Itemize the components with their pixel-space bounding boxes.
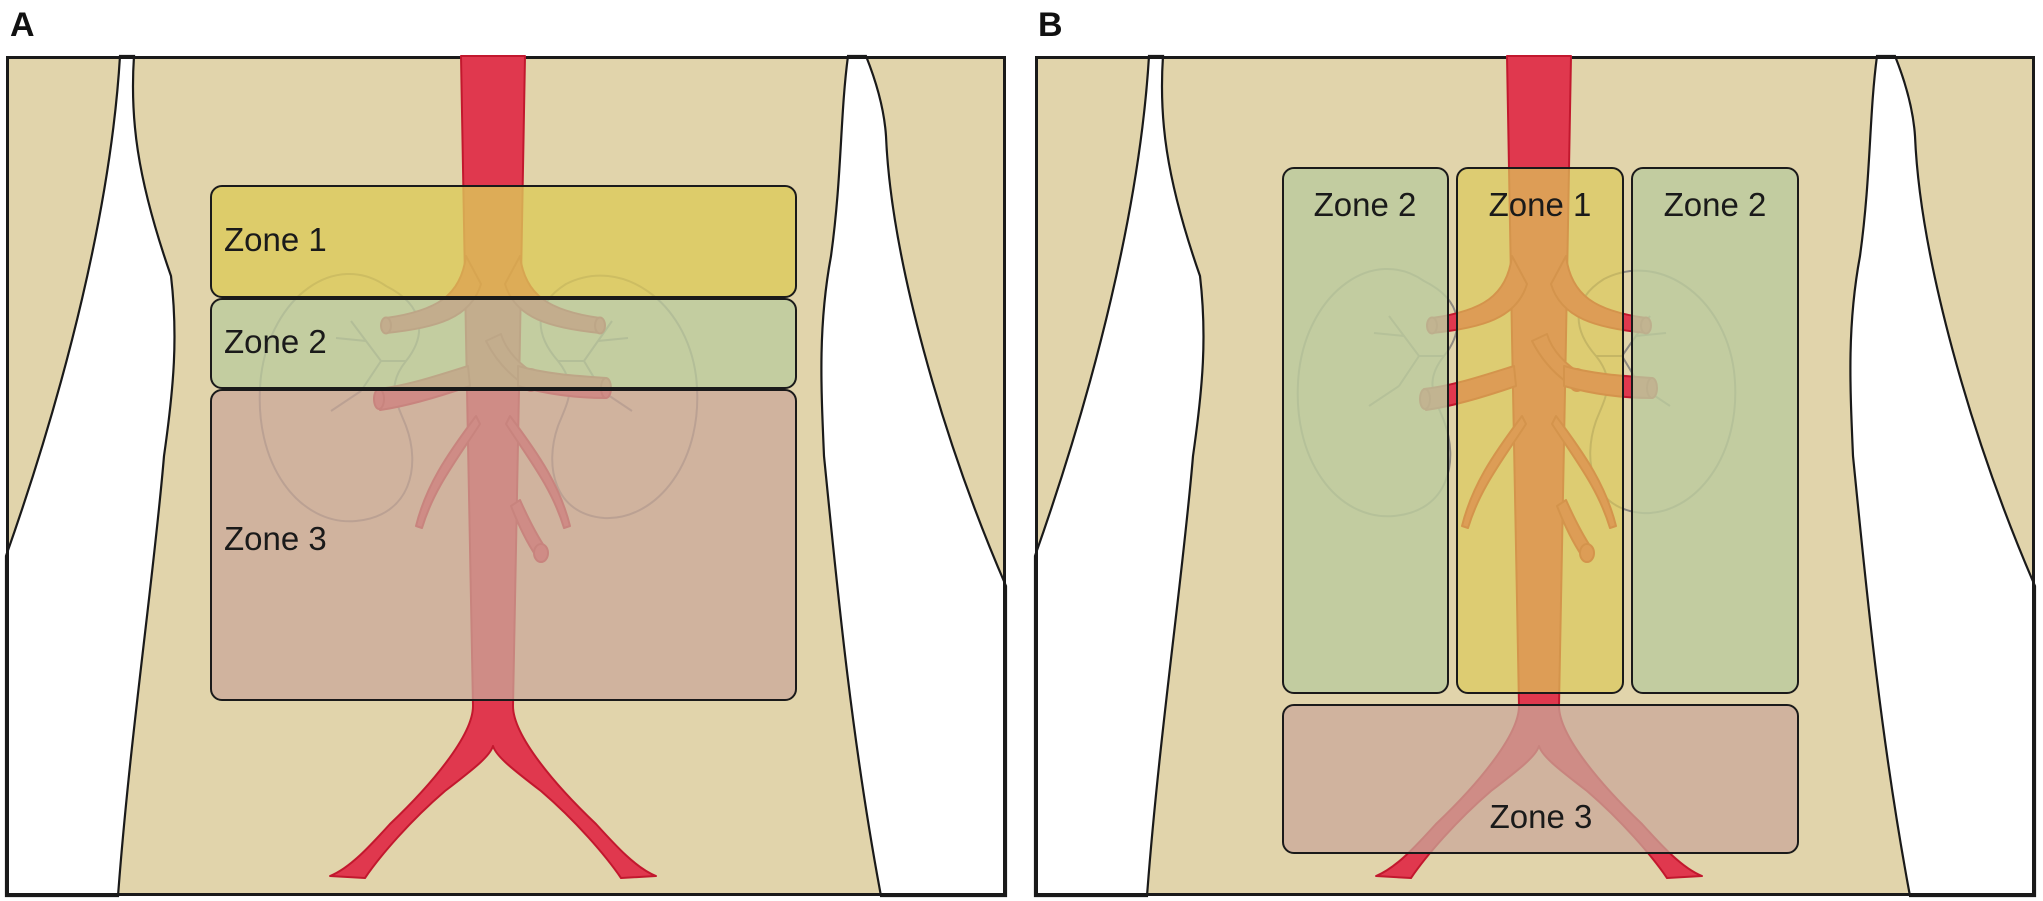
zone-1-label: Zone 1 bbox=[1489, 186, 1592, 223]
zone-3-box bbox=[1282, 704, 1799, 854]
zone-2-box bbox=[210, 298, 797, 389]
zone-2-right-box bbox=[1631, 167, 1799, 694]
zone-overlays bbox=[1282, 167, 1799, 854]
zone-1-box bbox=[210, 185, 797, 298]
zone-3-label: Zone 3 bbox=[224, 520, 327, 557]
panel-a: Zone 1 Zone 2 Zone 3 bbox=[4, 54, 1008, 898]
zone-2-label: Zone 2 bbox=[224, 323, 327, 360]
zone-1-box bbox=[1456, 167, 1624, 694]
panel-a-letter: A bbox=[10, 6, 35, 44]
panel-b-letter: B bbox=[1038, 6, 1063, 44]
zone-2-left-box bbox=[1282, 167, 1449, 694]
zone-3-box bbox=[210, 389, 797, 701]
zone-1-label: Zone 1 bbox=[224, 221, 327, 258]
zone-2-right-label: Zone 2 bbox=[1664, 186, 1767, 223]
panel-b: Zone 2 Zone 1 Zone 2 Zone 3 bbox=[1033, 54, 2037, 898]
zone-3-label: Zone 3 bbox=[1490, 798, 1593, 835]
zone-overlays bbox=[210, 185, 797, 701]
zone-2-left-label: Zone 2 bbox=[1314, 186, 1417, 223]
